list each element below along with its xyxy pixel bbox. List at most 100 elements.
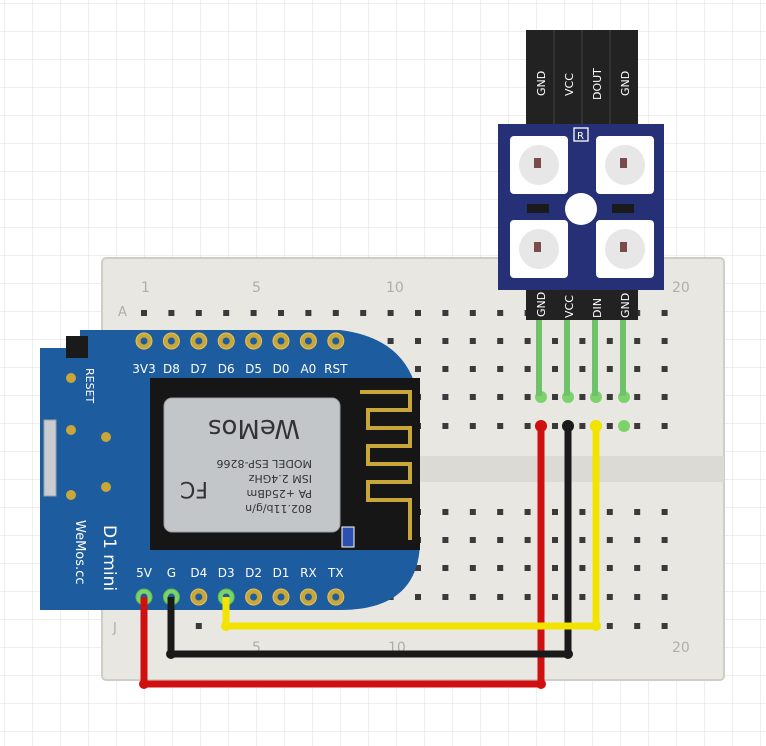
smd-capacitor xyxy=(527,204,549,213)
registered-mark: R xyxy=(577,131,584,142)
breadboard-hole xyxy=(360,310,367,316)
breadboard-hole xyxy=(469,565,476,571)
breadboard-hole xyxy=(524,423,531,429)
wire-red-end xyxy=(535,420,547,432)
breadboard-hole xyxy=(579,594,586,600)
breadboard-hole xyxy=(442,338,449,344)
breadboard-hole xyxy=(415,310,421,316)
breadboard-hole xyxy=(552,537,558,543)
pcb-antenna xyxy=(360,390,412,540)
bottom-pin-label: TX xyxy=(327,566,344,580)
breadboard-hole xyxy=(223,310,230,316)
wire-yellow[interactable] xyxy=(222,426,600,630)
breadboard-hole xyxy=(552,423,558,429)
breadboard-hole xyxy=(579,338,586,344)
breadboard-hole xyxy=(195,310,202,316)
wires xyxy=(139,420,602,689)
col-label-bottom-5: 5 xyxy=(252,640,261,656)
breadboard-hole xyxy=(661,394,668,400)
breadboard-hole xyxy=(579,509,586,515)
board-name: D1 mini xyxy=(99,525,119,591)
breadboard-hole xyxy=(634,338,641,344)
breadboard-hole xyxy=(606,394,613,400)
smd-capacitor-2 xyxy=(612,204,634,213)
breadboard-hole xyxy=(634,509,641,515)
wemos-logo: WeMos xyxy=(208,413,300,443)
breadboard-hole xyxy=(305,310,312,316)
breadboard-hole xyxy=(606,423,613,429)
breadboard-hole xyxy=(278,310,284,316)
header-label-gnd: GND xyxy=(535,71,548,96)
col-label-5: 5 xyxy=(252,280,261,296)
fcc-logo: FC xyxy=(180,476,208,501)
col-label-10: 10 xyxy=(386,280,404,296)
breadboard-hole xyxy=(415,594,421,600)
breadboard-hole xyxy=(332,310,339,316)
breadboard-hole xyxy=(579,537,586,543)
breadboard-hole xyxy=(579,394,586,400)
pin-label-din: DIN xyxy=(591,298,604,318)
breadboard-hole xyxy=(497,310,504,316)
top-pin-label: 3V3 xyxy=(132,362,155,376)
breadboard-hole xyxy=(469,509,476,515)
top-pin-label: D5 xyxy=(245,362,262,376)
bottom-pin-label: RX xyxy=(300,566,317,580)
breadboard-hole xyxy=(497,565,504,571)
breadboard-hole xyxy=(524,509,531,515)
wire-yellow-end xyxy=(590,420,602,432)
wire-black[interactable] xyxy=(167,426,572,658)
breadboard-hole xyxy=(497,509,504,515)
breadboard-hole xyxy=(442,366,449,372)
top-pin-label: A0 xyxy=(300,362,316,376)
breadboard-hole xyxy=(606,565,613,571)
module-line-1: 802.11b/g/n xyxy=(245,502,312,515)
breadboard-hole xyxy=(415,366,421,372)
breadboard-hole xyxy=(524,565,531,571)
top-pin-label: D6 xyxy=(218,362,235,376)
breadboard-hole xyxy=(442,565,449,571)
breadboard-hole xyxy=(469,423,476,429)
breadboard-hole xyxy=(524,537,531,543)
breadboard-hole xyxy=(661,537,668,543)
top-pin-label: D7 xyxy=(190,362,207,376)
breadboard-hole xyxy=(552,366,558,372)
usb-port xyxy=(43,419,57,497)
breadboard-hole xyxy=(442,394,449,400)
bottom-pin-label: 5V xyxy=(136,566,153,580)
wire-red[interactable] xyxy=(140,426,545,688)
row-label-j: J xyxy=(112,621,117,636)
breadboard-hole xyxy=(634,423,641,429)
breadboard-hole xyxy=(661,509,668,515)
breadboard-hole xyxy=(141,310,147,316)
module-line-2: PA +25dBm xyxy=(247,487,312,500)
breadboard-hole xyxy=(634,394,641,400)
breadboard-hole xyxy=(469,338,476,344)
col-label-20: 20 xyxy=(672,280,690,296)
breadboard-hole xyxy=(387,338,394,344)
top-pin-pads xyxy=(135,332,345,350)
pin-leg-gnd-2 xyxy=(620,320,626,396)
led-header: GND VCC DOUT GND xyxy=(526,30,638,126)
breadboard-hole xyxy=(442,310,449,316)
breadboard-hole xyxy=(552,594,558,600)
brand-url: WeMos.cc xyxy=(72,520,87,584)
led-indicator xyxy=(341,526,355,548)
connected-hole xyxy=(618,420,630,432)
top-pin-label: D0 xyxy=(273,362,290,376)
breadboard-hole xyxy=(250,310,257,316)
breadboard-hole xyxy=(442,509,449,515)
breadboard-hole xyxy=(524,594,531,600)
breadboard-hole xyxy=(469,394,476,400)
bottom-pin-label: D2 xyxy=(245,566,262,580)
module-line-4: MODEL ESP-8266 xyxy=(217,457,312,470)
pin-label-gnd-2: GND xyxy=(619,293,632,318)
breadboard-hole xyxy=(661,338,668,344)
breadboard-hole xyxy=(606,537,613,543)
reset-button[interactable] xyxy=(66,336,88,358)
led-group xyxy=(510,136,654,278)
breadboard-hole xyxy=(606,366,613,372)
led-pin-legs xyxy=(536,320,626,396)
breadboard-hole xyxy=(497,594,504,600)
breadboard-hole xyxy=(552,394,558,400)
